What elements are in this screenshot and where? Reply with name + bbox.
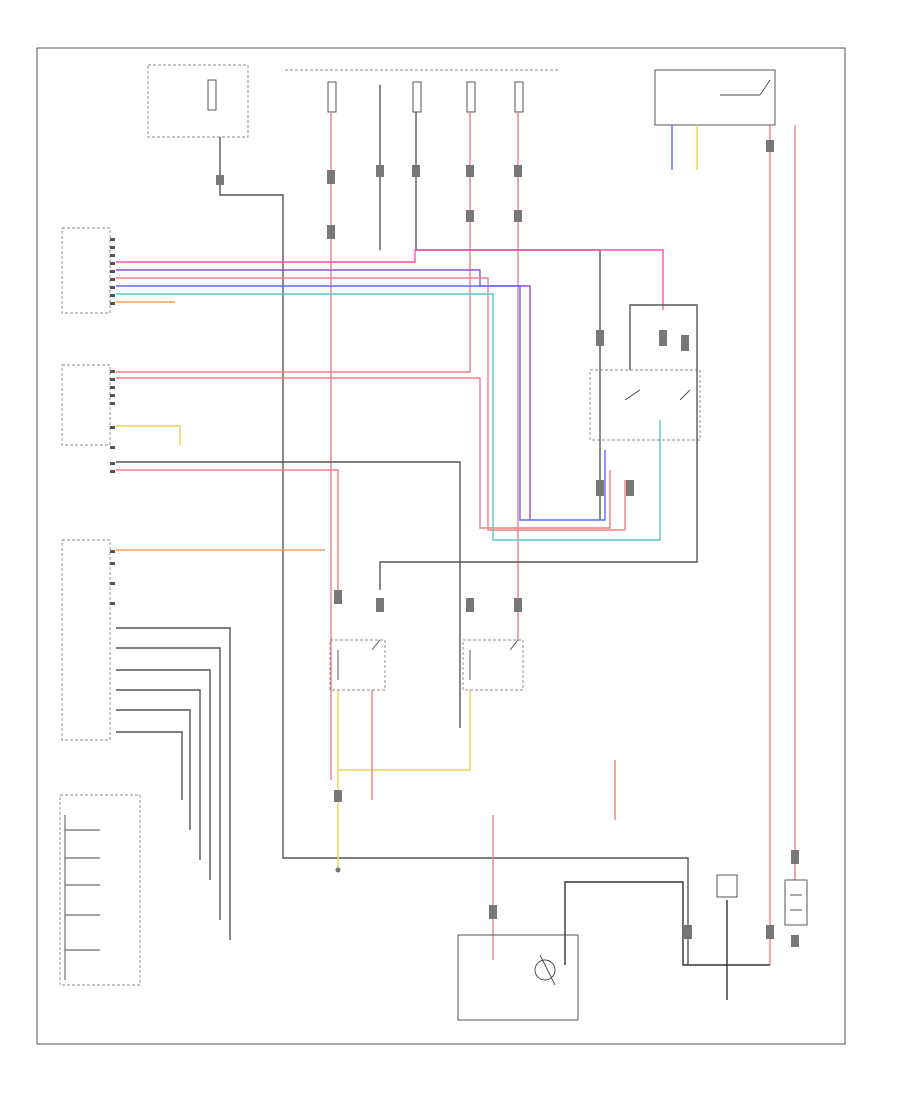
wire-yellow-group2 bbox=[116, 425, 181, 446]
wire-gray-group2 bbox=[116, 461, 461, 728]
relay-box-top-right bbox=[654, 69, 776, 126]
wire-pink-harness bbox=[116, 249, 664, 310]
alternator bbox=[716, 874, 738, 898]
wire-black-bottom-bus bbox=[564, 881, 770, 966]
left-module-pins bbox=[110, 238, 115, 605]
wire-gray-main bbox=[219, 137, 689, 965]
wire-gray-fuse-2b bbox=[415, 112, 601, 520]
wire-red-harness-a bbox=[116, 277, 626, 531]
wire-purple-harness bbox=[116, 269, 531, 520]
fuse-box-top-center bbox=[285, 69, 560, 113]
ground-point bbox=[335, 867, 341, 873]
wire-red-group2-a bbox=[116, 377, 611, 529]
starter bbox=[457, 934, 579, 1021]
relay-right-block bbox=[589, 369, 701, 441]
relay-center-right bbox=[462, 639, 524, 691]
control-module-upper-left bbox=[61, 227, 111, 741]
battery bbox=[784, 879, 808, 926]
switch-bank bbox=[59, 627, 231, 986]
wire-blue-harness bbox=[116, 285, 606, 521]
wire-red-fuse-3 bbox=[116, 112, 471, 373]
wire-gray-relay-right bbox=[379, 304, 698, 590]
wire-yellow-ground bbox=[337, 690, 471, 771]
fuse-box-top-left bbox=[147, 64, 249, 138]
wire-teal-harness bbox=[116, 293, 661, 541]
wire-red-group2-b bbox=[116, 469, 339, 590]
connector-markers bbox=[216, 140, 799, 947]
diagram-frame bbox=[36, 47, 846, 1045]
relay-center-left bbox=[329, 639, 386, 691]
